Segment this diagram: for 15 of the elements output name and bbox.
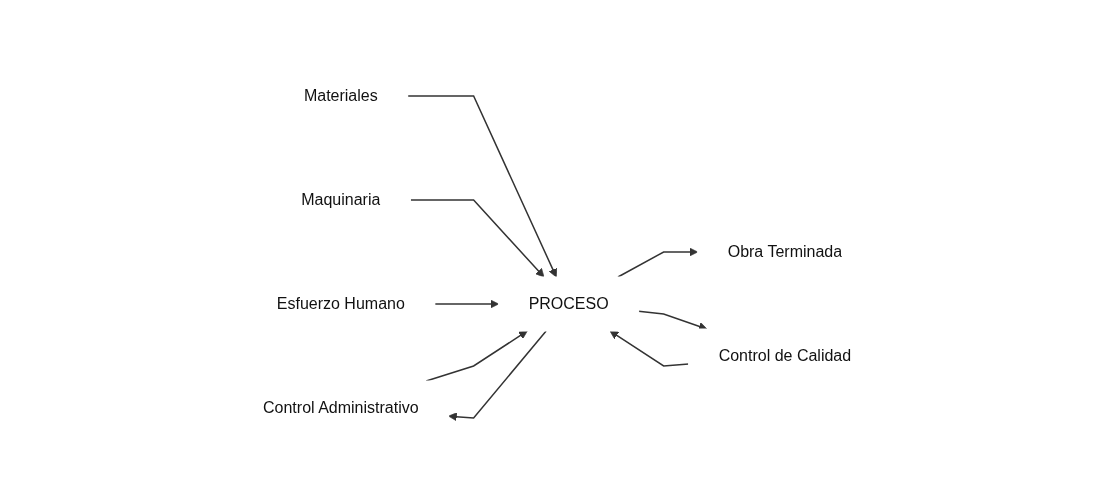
- node-text: Control de Calidad: [718, 347, 852, 364]
- arrow: [406, 95, 557, 278]
- node-text: Maquinaria: [301, 191, 381, 208]
- node-text: Materiales: [303, 87, 378, 104]
- arrow: [425, 330, 528, 382]
- arrow: [448, 330, 547, 422]
- arrow: [609, 330, 690, 367]
- arrow: [434, 299, 499, 309]
- arrow: [637, 310, 708, 331]
- node-text: Obra Terminada: [727, 243, 843, 260]
- arrow: [409, 199, 545, 278]
- arrow: [617, 247, 698, 278]
- node-text: Control Administrativo: [262, 399, 419, 416]
- node-text: Esfuerzo Humano: [276, 295, 405, 312]
- node-text: PROCESO: [528, 295, 609, 312]
